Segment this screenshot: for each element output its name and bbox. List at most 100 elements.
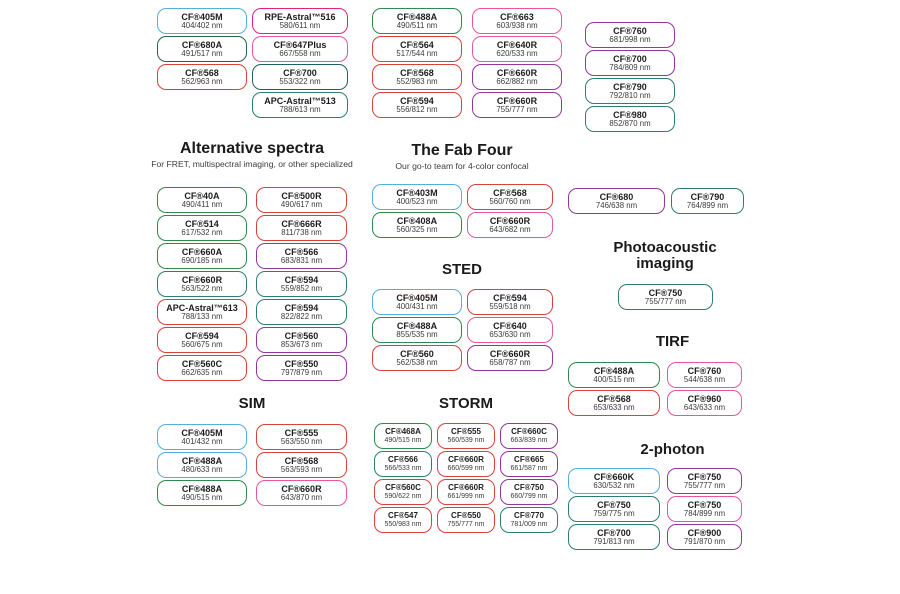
- dye-name: CF®560C: [181, 358, 223, 369]
- dye-name: CF®594: [493, 292, 527, 303]
- dye-excitation-emission: 553/322 nm: [279, 76, 321, 86]
- dye-name: CF®750: [687, 499, 722, 510]
- dye-name: CF®760: [687, 365, 722, 376]
- dye-name: CF®960: [687, 393, 722, 404]
- dye-excitation-emission: 746/638 nm: [595, 200, 638, 210]
- dye-name: CF®405M: [396, 292, 438, 303]
- dye-excitation-emission: 620/533 nm: [496, 48, 538, 58]
- dye-excitation-emission: 560/675 nm: [181, 339, 223, 349]
- dye-name: APC-Astral™513: [264, 95, 336, 106]
- dye-name: CF®680: [599, 191, 634, 202]
- dye-excitation-emission: 755/777 nm: [683, 480, 726, 490]
- dye-name: CF®555: [451, 426, 481, 436]
- dye-name: CF®666R: [281, 218, 322, 229]
- dye-excitation-emission: 661/587 nm: [510, 464, 548, 472]
- section-title: SIM: [238, 395, 266, 412]
- dye-name: CF®40A: [184, 190, 220, 201]
- dye-excitation-emission: 658/787 nm: [489, 357, 531, 367]
- dye-name: CF®594: [284, 302, 319, 313]
- section-header-storm: STORM: [356, 395, 576, 412]
- dye-excitation-emission: 617/532 nm: [181, 227, 223, 237]
- section-header-alternative-spectra: Alternative spectra For FRET, multispect…: [132, 140, 372, 169]
- section-title: TIRF: [655, 333, 690, 350]
- dye-name: CF®560: [284, 330, 319, 341]
- dye-excitation-emission: 562/538 nm: [396, 357, 438, 367]
- dye-name: CF®980: [613, 109, 647, 120]
- dye-excitation-emission: 559/518 nm: [489, 301, 531, 311]
- dye-excitation-emission: 662/635 nm: [181, 367, 223, 377]
- dye-name: CF®560C: [385, 482, 421, 492]
- dye-excitation-emission: 490/511 nm: [396, 20, 438, 30]
- dye-excitation-emission: 811/738 nm: [281, 227, 322, 237]
- dye-name: APC-Astral™613: [166, 302, 238, 313]
- dye-excitation-emission: 788/133 nm: [181, 311, 223, 321]
- dye-name: CF®514: [185, 218, 219, 229]
- dye-excitation-emission: 853/673 nm: [280, 339, 323, 349]
- dye-excitation-emission: 560/539 nm: [447, 436, 485, 444]
- dye-excitation-emission: 400/523 nm: [396, 196, 438, 206]
- dye-name: CF®770: [514, 510, 544, 520]
- dye-name: CF®660A: [181, 246, 223, 257]
- dye-name: CF®790: [690, 191, 725, 202]
- dye-excitation-emission: 662/882 nm: [496, 76, 538, 86]
- section-header-2-photon: 2-photon: [585, 441, 760, 458]
- dye-excitation-emission: 791/813 nm: [593, 536, 635, 546]
- dye-name: CF®750: [687, 471, 722, 482]
- dye-excitation-emission: 681/998 nm: [609, 34, 651, 44]
- dye-excitation-emission: 855/535 nm: [396, 329, 438, 339]
- dye-name: CF®660R: [448, 454, 484, 464]
- dye-name: CF®760: [613, 25, 647, 36]
- dye-excitation-emission: 490/617 nm: [280, 199, 323, 209]
- dye-name: CF®568: [597, 393, 631, 404]
- dye-excitation-emission: 788/613 nm: [279, 104, 321, 114]
- dye-excitation-emission: 552/983 nm: [396, 76, 438, 86]
- dye-excitation-emission: 797/879 nm: [280, 367, 323, 377]
